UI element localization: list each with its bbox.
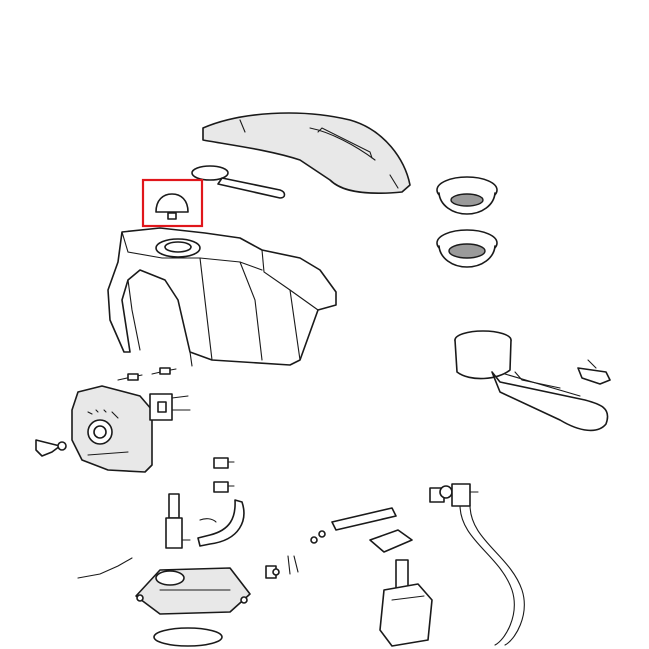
filter-basket-large[interactable] [436,229,498,268]
filter-basket-small[interactable] [436,176,498,215]
filter-clip[interactable] [577,359,611,385]
pump-assembly[interactable] [369,529,433,647]
measuring-scoop[interactable] [191,165,286,199]
small-screws [265,555,299,579]
housing-body[interactable] [107,227,337,367]
steam-wand-tube[interactable] [165,493,245,549]
connector-pins [117,367,177,381]
boiler-gasket[interactable] [153,627,223,647]
small-fittings [199,457,235,523]
steam-knob-cap[interactable] [155,193,189,220]
selector-knob[interactable] [35,439,67,457]
portafilter-handle[interactable] [454,330,609,432]
wire-lead [77,557,133,579]
water-hose[interactable] [310,504,525,646]
control-panel[interactable] [71,385,153,473]
thermostat-switch[interactable] [149,393,191,421]
valve-fitting[interactable] [429,483,479,507]
highlight-box [141,178,204,228]
boiler-assembly[interactable] [135,567,251,615]
drip-tray-cover[interactable] [202,112,411,195]
